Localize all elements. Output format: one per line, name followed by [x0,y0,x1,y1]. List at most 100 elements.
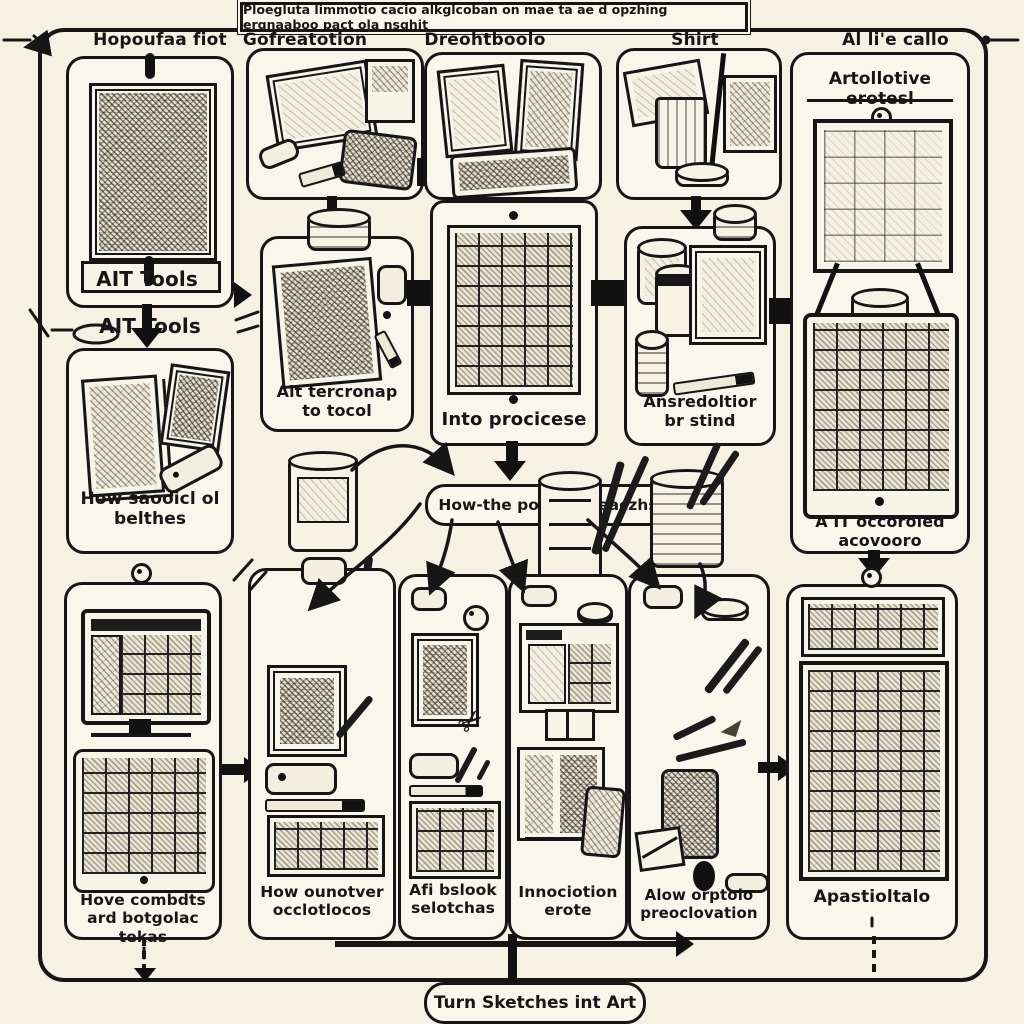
canister-line-3 [549,547,591,550]
easel-board-icon [813,119,953,273]
frame-left-icon [436,63,514,159]
header-col1: Hopoufaa fiot [93,30,227,50]
bottom-col-5: Alow orptolo preoclovation [628,574,770,940]
bottom-col5-label: Alow orptolo preoclovation [640,886,758,922]
rider-sketch-frame [271,256,383,390]
bottom-col-2: How ounotver occlotlocos [248,557,396,940]
browser-sidebar [91,635,121,715]
col1-pin-icon [131,563,152,584]
browser-grid [121,635,201,715]
satchel-icon [337,128,419,192]
mini-easel-icon [365,59,415,123]
col2-frame-sketch [280,678,334,744]
canister-line-1 [549,499,591,502]
tray-peg-icon [144,256,154,286]
collage-home-dot [875,497,884,506]
col5-box3d-diag [641,836,678,859]
book-icon [80,374,166,498]
canister-line-2 [549,523,591,526]
disc-icon [675,162,729,187]
col5-box3d-icon [634,825,686,873]
header-col5: Al li'e callo [842,30,949,50]
ansredoltior-label: Ansredoltior br stind [643,392,757,430]
bottom-col4-label: Innociotion erote [518,883,618,920]
col4-phone-icon [580,785,626,859]
canister-icon [538,471,602,590]
butterfly-frame-icon [689,245,767,345]
clip-dot [171,470,180,479]
arrow-a-head [131,328,163,348]
connector-h-i [769,298,793,324]
dashed-drop-2 [872,936,876,972]
col5-wedge-icon [720,714,742,738]
arrow-f-shaft [506,441,518,463]
glue-jar-label [297,477,349,523]
bottom-long-arrow-head [676,931,694,957]
rider-sketch [280,265,374,381]
col4-monitor2-base [525,837,593,841]
col4-m1-rows [568,644,611,704]
col2-clip-icon [301,557,347,585]
monitor-icon [81,609,211,725]
arrow-i-shaft [868,550,880,560]
col2-eraser-dot [278,773,286,781]
frame-right-icon [513,58,585,162]
frame-left-sketch [448,75,502,147]
col2-pencil-icon [265,799,365,812]
jar-front-band [658,274,698,286]
col2-collage-frame [267,815,385,877]
col6-collage [808,670,940,872]
col5-pill-icon [725,873,769,893]
col3-chip-icon [411,587,447,611]
flat-tablet-icon [449,146,579,200]
arrow-c-shaft [327,196,337,218]
dense-collage-frame [803,313,959,519]
box-art-supplies [246,48,424,200]
col6-strip-collage [808,604,938,650]
col3-frame-icon [411,633,479,727]
col4-m1-portrait [528,644,566,704]
frame-texture [170,374,220,442]
bottom-col-3: ✂ Afi bslook selotchas [398,574,508,940]
box-frames [424,52,602,200]
ai-tools-label-main: AIT Tools [96,267,198,291]
arrow-b1-shaft [222,764,246,775]
arrow-g-head [680,210,712,230]
col4-m1-topbar [526,630,562,640]
title-underline [807,99,953,102]
box-how-saooicl: How saooicl ol belthes [66,348,234,554]
col6-pin-icon [861,567,882,588]
col5-stick-icon [675,738,747,763]
arrow-into-d [234,282,252,308]
connector-d-f [407,280,431,306]
sketch-texture [99,93,207,251]
box-easel-cup [616,48,782,200]
frame-right-sketch [525,70,573,150]
bottom-col-6: Apastioltalo [786,567,958,940]
header-col4: Shirt [671,30,719,50]
dashed-drop-1 [142,938,146,972]
eraser-icon [256,136,302,172]
tablet-cam-dot [509,211,518,220]
col3-frame-sketch [423,645,467,715]
col4-monitor1-stand [545,709,595,741]
monitor-stand [129,719,151,733]
banner-connector [508,934,517,982]
arrow-a-shaft [142,304,152,330]
col5-rim-icon [701,598,749,621]
collage-screen [455,233,573,387]
artollotive-caption: A IT occoroled acovooro [815,512,945,550]
book-cover-sketch [89,383,157,489]
artollotive-title: Artollotive erotesl [828,69,932,109]
bottom-col6-label: Apastioltalo [813,887,931,907]
box-ansredoltior: Ansredoltior br stind [624,204,776,446]
flat-tablet-texture [458,155,570,191]
col3-pencil-icon [409,785,483,797]
dashed-drop-1-head [134,968,156,982]
bottom-banner-text: Turn Sketches int Art [433,993,637,1013]
header-col2: Gofreatotion [242,30,368,50]
ait-tercronap-label: Ait tercronap to tocol [276,382,398,420]
col3-slash-2 [476,759,491,781]
header-col3: Dreohtboolo [424,30,546,50]
